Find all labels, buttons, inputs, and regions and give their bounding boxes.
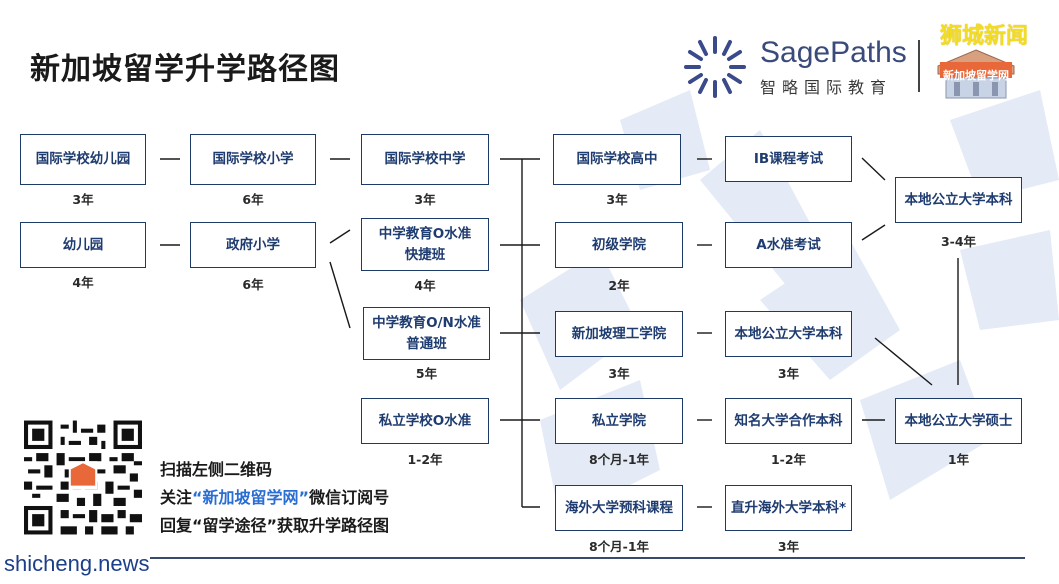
duration-overseas-foundation: 8个月-1年 <box>588 539 650 554</box>
node-private-o-level: 私立学校O水准 <box>361 398 489 444</box>
node-secondary-on-normal: 中学教育O/N水准 普通班 <box>363 307 490 360</box>
node-a-level-exam: A水准考试 <box>725 222 852 268</box>
qr-instruction-line-2: 关注“新加坡留学网”微信订阅号 <box>160 488 390 507</box>
node-secondary-o-express: 中学教育O水准 快捷班 <box>361 218 489 271</box>
qr-code-icon <box>24 420 142 535</box>
duration-local-public-bachelor-main: 3-4年 <box>940 234 977 249</box>
node-overseas-bachelor-direct: 直升海外大学本科* <box>725 485 852 531</box>
duration-local-public-bachelor-poly: 3年 <box>777 366 800 381</box>
node-intl-secondary: 国际学校中学 <box>361 134 489 185</box>
brand-divider <box>918 40 920 92</box>
duration-junior-college: 2年 <box>608 278 630 293</box>
duration-intl-kindergarten: 3年 <box>72 192 94 207</box>
duration-overseas-bachelor-direct: 3年 <box>777 539 800 554</box>
connector-lines <box>160 157 959 508</box>
duration-intl-primary: 6年 <box>242 192 264 207</box>
duration-secondary-o-express: 4年 <box>414 278 436 293</box>
duration-private-college: 8个月-1年 <box>588 452 650 467</box>
node-intl-primary: 国际学校小学 <box>190 134 316 185</box>
node-local-public-bachelor-main: 本地公立大学本科 <box>895 177 1022 223</box>
badge-label: 新加坡留学网 <box>943 69 1009 82</box>
node-intl-high-school: 国际学校高中 <box>553 134 681 185</box>
node-kindergarten: 幼儿园 <box>20 222 146 268</box>
node-overseas-foundation: 海外大学预科课程 <box>555 485 683 531</box>
duration-secondary-on-normal: 5年 <box>415 366 438 381</box>
node-ib-exam: IB课程考试 <box>725 136 852 182</box>
footer-rule <box>150 557 1025 559</box>
duration-partner-university-bachelor: 1-2年 <box>770 452 807 467</box>
node-govt-primary: 政府小学 <box>190 222 316 268</box>
duration-kindergarten: 4年 <box>72 275 94 290</box>
duration-intl-high-school: 3年 <box>606 192 628 207</box>
qr-instruction-line-1: 扫描左侧二维码 <box>160 460 273 479</box>
node-intl-kindergarten: 国际学校幼儿园 <box>20 134 146 185</box>
node-local-public-bachelor-poly: 本地公立大学本科 <box>725 311 852 357</box>
duration-intl-secondary: 3年 <box>414 192 436 207</box>
qr-highlight-account: “新加坡留学网” <box>192 488 310 507</box>
page-title: 新加坡留学升学路径图 <box>30 52 340 87</box>
brand-name: SagePaths <box>760 36 907 69</box>
node-partner-university-bachelor: 知名大学合作本科 <box>725 398 852 444</box>
sunburst-logo-icon <box>684 36 746 98</box>
duration-private-o-level: 1-2年 <box>407 452 443 467</box>
duration-polytechnic: 3年 <box>608 366 630 381</box>
duration-govt-primary: 6年 <box>242 277 264 292</box>
duration-local-public-masters: 1年 <box>947 452 970 467</box>
footer-watermark: shicheng.news <box>4 551 150 576</box>
node-local-public-masters: 本地公立大学硕士 <box>895 398 1022 444</box>
qr-instruction-line-3: 回复“留学途径”获取升学路径图 <box>160 516 390 535</box>
node-private-college: 私立学院 <box>555 398 683 444</box>
corner-tag: 狮城新闻 <box>940 24 1029 49</box>
node-junior-college: 初级学院 <box>555 222 683 268</box>
brand-subtitle: 智略国际教育 <box>760 78 893 97</box>
school-badge-icon <box>937 49 1015 99</box>
node-polytechnic: 新加坡理工学院 <box>555 311 683 357</box>
